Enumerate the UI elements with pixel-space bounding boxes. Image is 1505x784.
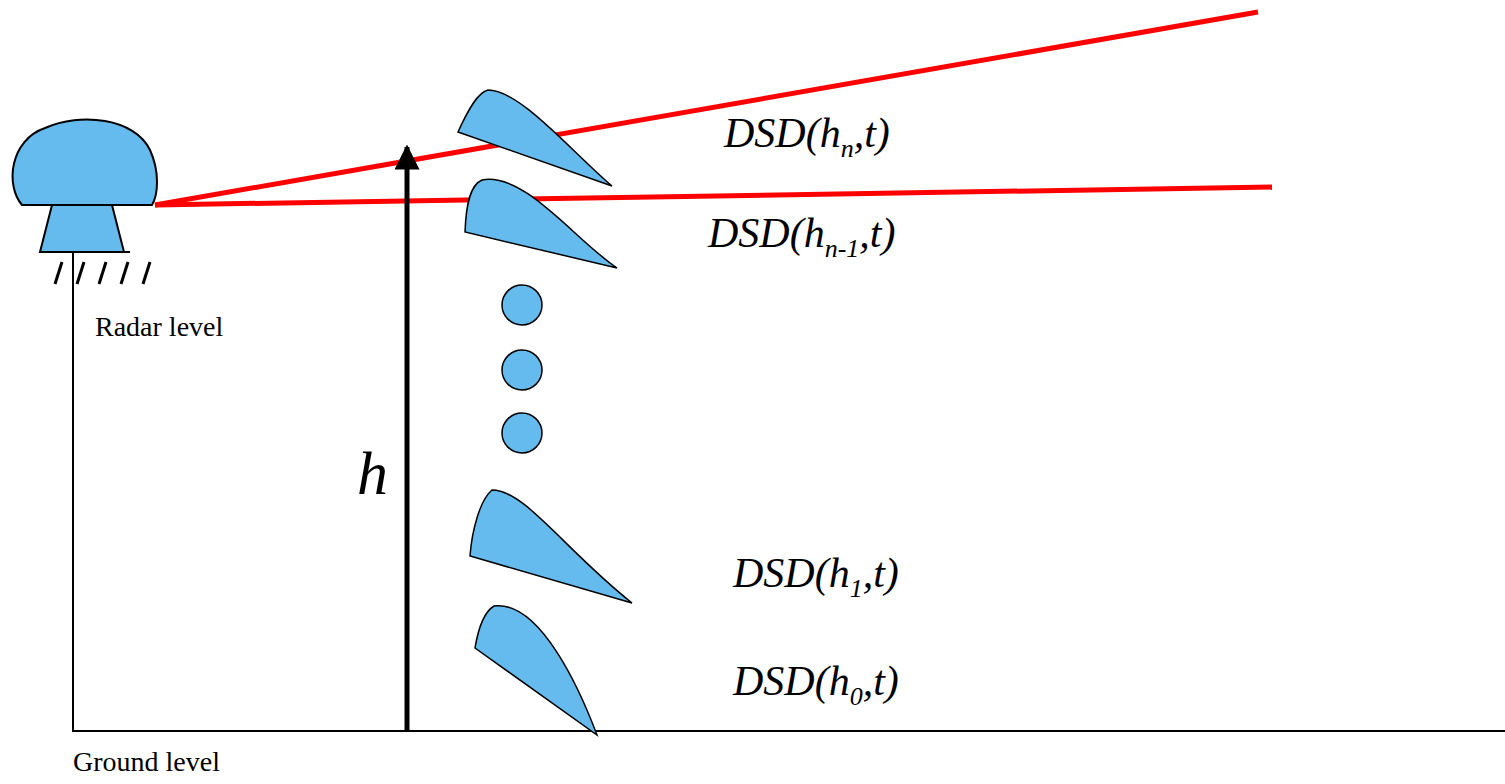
dsd-shape (475, 606, 597, 735)
beam-lower (155, 187, 1272, 205)
dsd-shape (465, 179, 617, 268)
hatch-stroke (77, 262, 84, 284)
ground-hatching (55, 262, 150, 284)
radar-dome (13, 119, 157, 205)
hatch-stroke (99, 262, 106, 284)
height-symbol: h (357, 442, 388, 504)
ellipsis-dot (502, 350, 542, 390)
hatch-stroke (121, 262, 128, 284)
dsd-shape (470, 490, 632, 603)
dsd-label: DSD(hn-1,t) (706, 212, 897, 254)
radar-level-line (72, 253, 74, 731)
ellipsis-dot (502, 413, 542, 453)
ellipsis-dot (502, 285, 542, 325)
hatch-stroke (55, 262, 62, 284)
ground-line (72, 730, 1505, 732)
dsd-label: DSD(hn,t) (722, 112, 892, 154)
height-arrow (405, 147, 410, 731)
radar-level-label: Radar level (95, 313, 223, 341)
dsd-label: DSD(h0,t) (731, 660, 901, 702)
radar-base (40, 205, 124, 252)
ground-level-label: Ground level (73, 748, 220, 776)
dsd-label: DSD(h1,t) (731, 552, 901, 594)
dsd-shape (458, 90, 612, 186)
beam-upper (155, 12, 1258, 205)
hatch-stroke (143, 262, 150, 284)
